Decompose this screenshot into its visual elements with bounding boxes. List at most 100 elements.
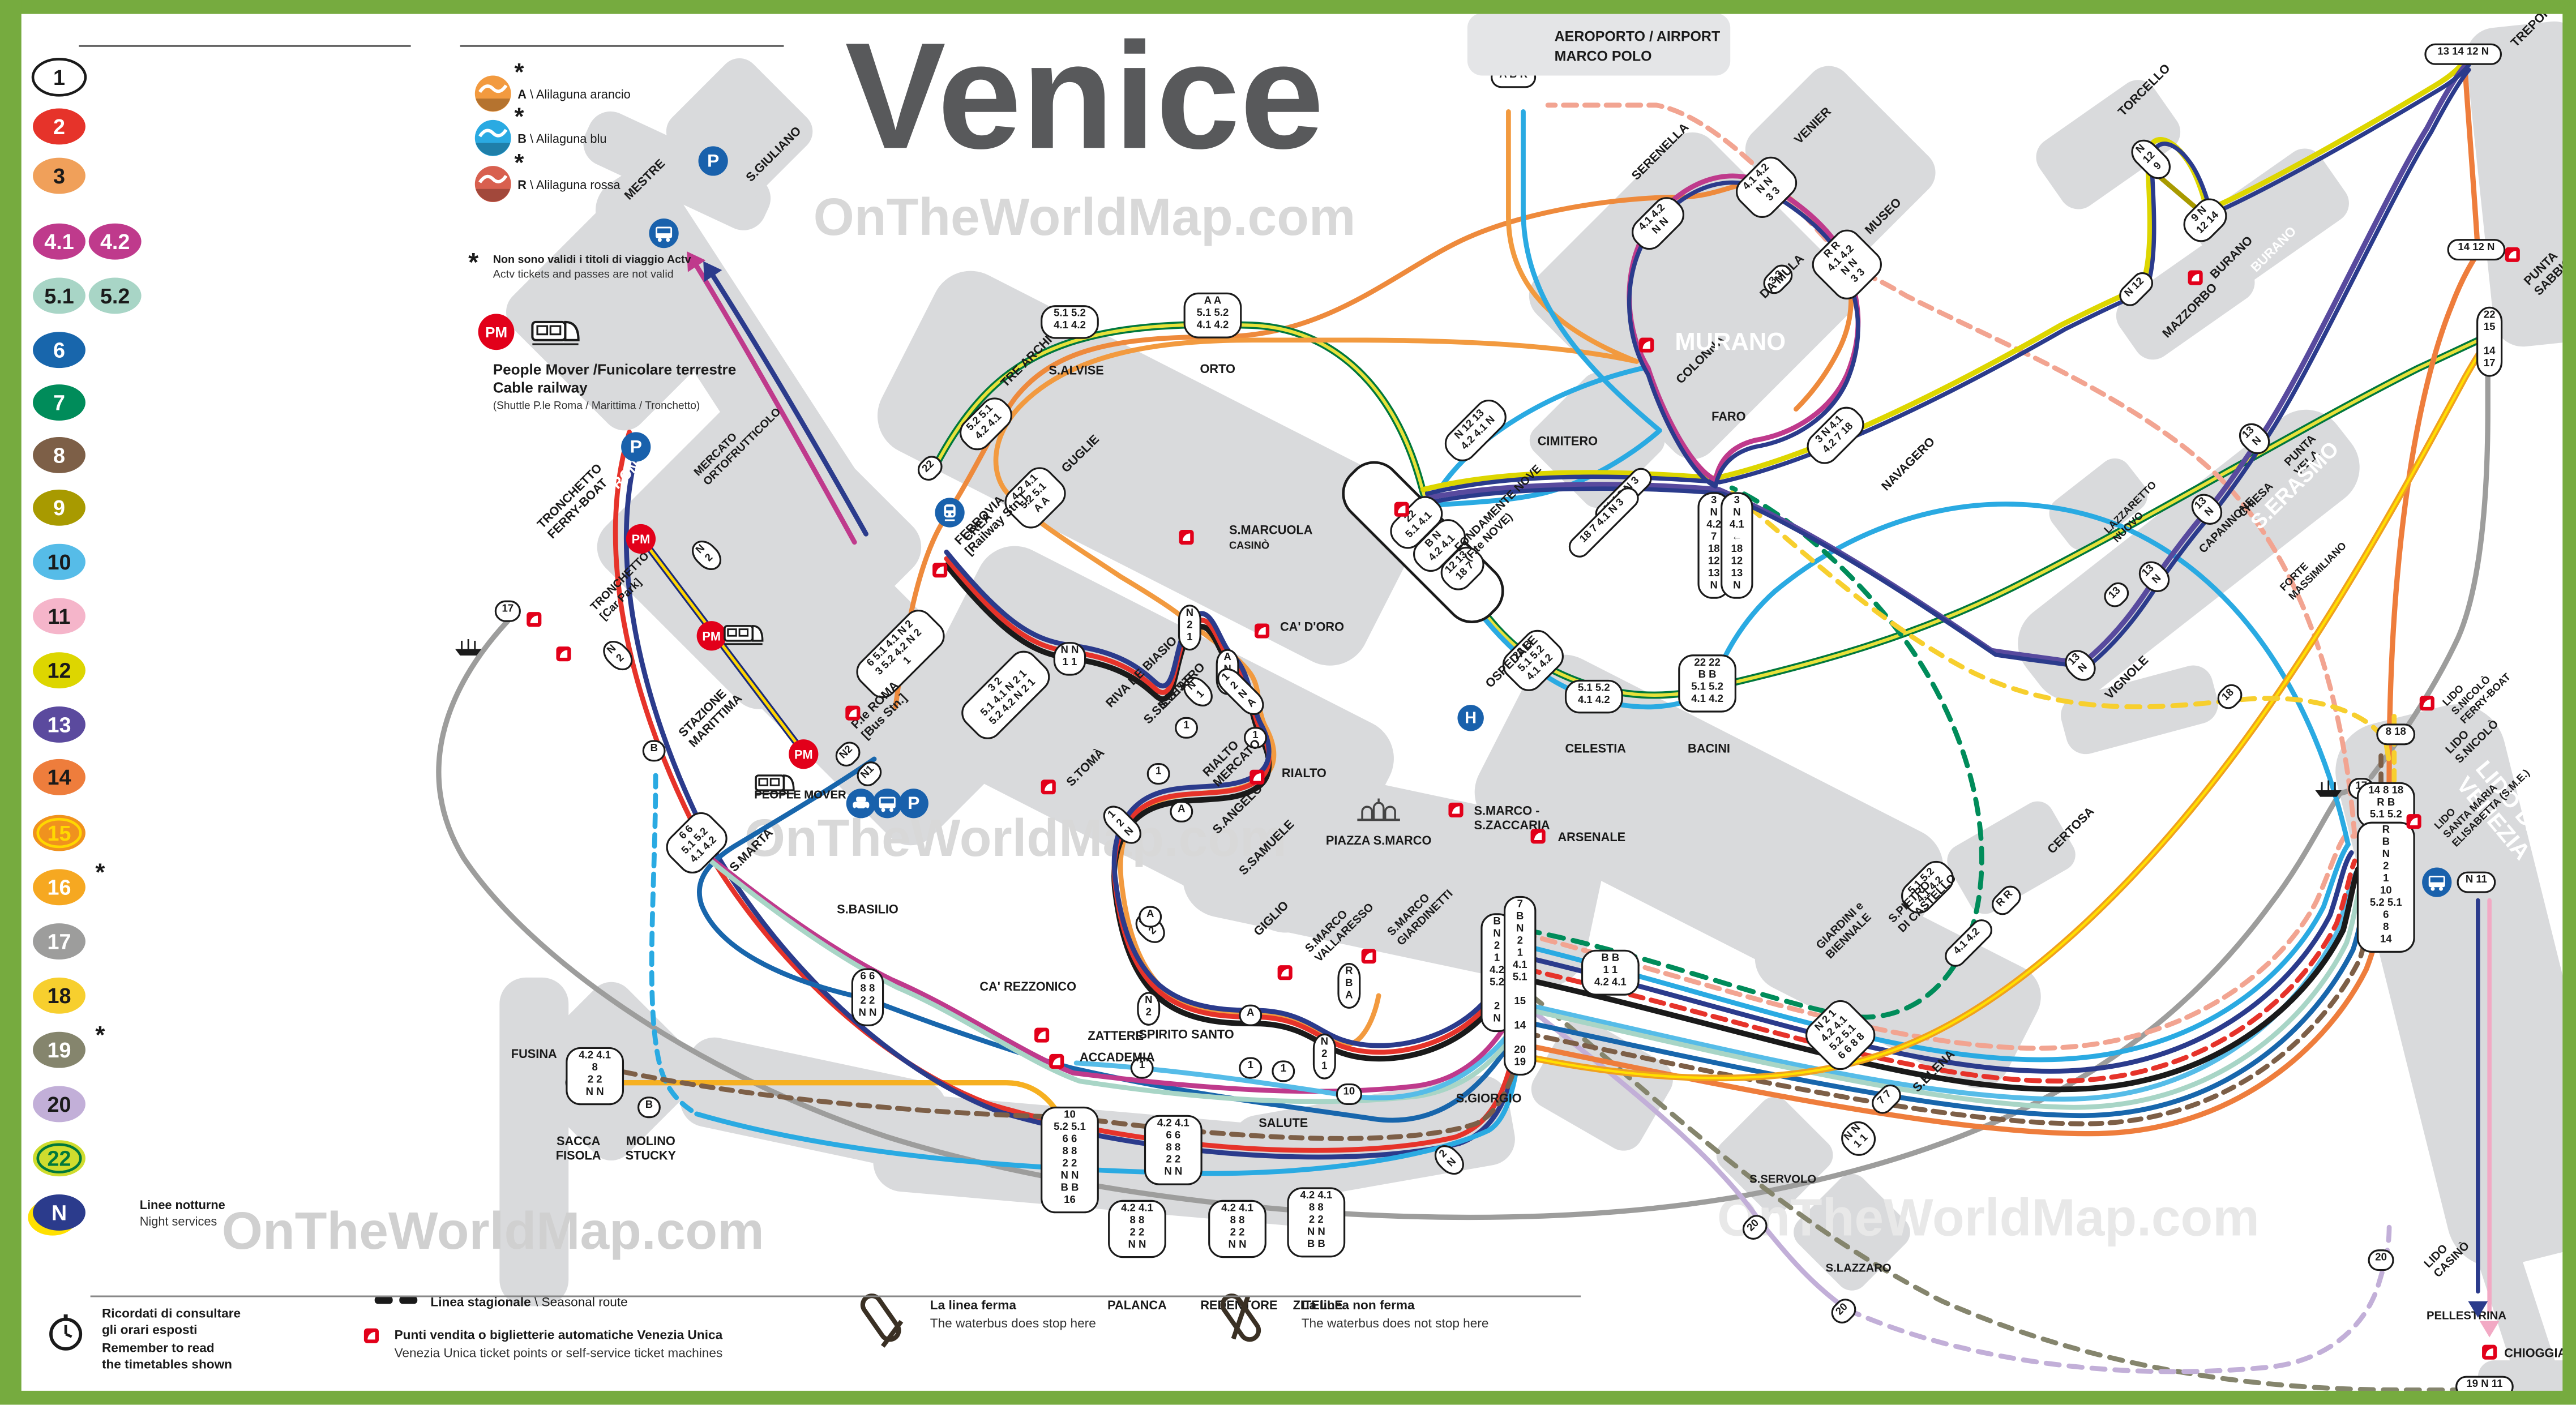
footer-remember-en2: the timetables shown [102, 1357, 232, 1372]
stop-pill-lines: B [1493, 915, 1500, 927]
stop-pill-lines: 14 8 18 [2368, 783, 2403, 795]
station-name: ARSENALE [1557, 830, 1625, 844]
svg-text:20: 20 [48, 1093, 71, 1116]
watermark: OnTheWorldMap.com [1717, 1188, 2260, 1247]
legend-alilaguna-R: *R \ Alilaguna rossa [474, 149, 621, 202]
stop-pill-lines: N [1733, 506, 1740, 517]
svg-text:8: 8 [53, 443, 65, 467]
station-label: S.GIORGIO [1456, 1091, 1522, 1106]
airport-name: MARCO POLO [1555, 48, 1652, 64]
station-name: S.GIORGIO [1456, 1091, 1522, 1106]
station-label: RIALTO [1282, 766, 1326, 780]
svg-text:P: P [707, 150, 719, 170]
stop-pill-lines: 1 [1248, 1059, 1253, 1070]
station-name: MOLINO [626, 1134, 675, 1148]
station-name: FISOLA [556, 1149, 601, 1163]
svg-text:A \ Alilaguna arancio: A \ Alilaguna arancio [517, 87, 631, 101]
stop-pill-lines: A [1247, 1006, 1254, 1018]
station-label: S.MARCUOLA [1229, 522, 1313, 537]
stop-pill-lines: N [1145, 993, 1152, 1005]
stop-pill-lines: 4.2 4.1 [579, 1048, 611, 1060]
svg-text:17: 17 [48, 929, 71, 953]
station-label: CASINÒ [1229, 539, 1269, 551]
stop-pill-lines: 19 [1514, 1056, 1526, 1068]
arrow-icon [687, 251, 706, 272]
vu-icon [2505, 247, 2520, 262]
stop-pill: 4.2 4.18 82 2N N [1108, 1200, 1166, 1258]
station-name: BACINI [1688, 741, 1730, 755]
route-r6_e [1522, 886, 2370, 1119]
island [2116, 238, 2255, 360]
stop-pill: 1 [1272, 1060, 1295, 1082]
station-label: MURANO [1675, 328, 1786, 355]
stop-pill-lines: 5.1 5.2 [2370, 808, 2402, 820]
stop-pill-lines: 2 [1146, 1005, 1152, 1017]
stop-pill-lines: 13 14 12 N [2437, 45, 2489, 57]
stop-pill-lines: 18 [1731, 542, 1743, 554]
island [2049, 458, 2148, 551]
station-label: CIMITERO [1538, 434, 1598, 448]
nostop-icon [1220, 1293, 1261, 1342]
stop-pill-lines: 4.1 4.2 [1197, 318, 1229, 330]
vu-icon [2482, 1344, 2497, 1360]
route-pm2 [644, 542, 805, 754]
stop-pill-lines: 5.1 5.2 [1578, 681, 1610, 693]
stop-pill: 1 [1146, 763, 1170, 785]
svg-text:9: 9 [53, 496, 65, 520]
legend-line-18: 18 [33, 977, 85, 1014]
stop-pill-lines: 17 [502, 602, 514, 614]
route-r17 [436, 618, 2364, 1220]
stop-pill-lines: 2 [1517, 934, 1523, 946]
svg-text:*: * [514, 59, 524, 86]
island [1794, 1173, 1910, 1291]
svg-text:6: 6 [53, 339, 65, 362]
stop-pill: 1 [1239, 1057, 1263, 1079]
PM-icon: PM [789, 739, 819, 769]
pmtrain-icon [755, 774, 795, 795]
stop-pill-lines: 4.2 4.1 [1594, 975, 1627, 987]
night-en: Night services [140, 1214, 217, 1228]
svg-text:PM: PM [632, 532, 651, 546]
pm-title-2: Cable railway [493, 379, 588, 396]
legend-line-6: 6 [33, 332, 85, 369]
stop-pill-lines: B B [1060, 1181, 1079, 1193]
stop-pill-lines: 12 [1731, 554, 1743, 566]
vu-icon [527, 612, 542, 627]
vu-icon [1277, 965, 1293, 980]
stop-pill-lines: 4.2 4.1 [1300, 1189, 1332, 1201]
station-label: BACINI [1688, 741, 1730, 755]
stop-pill-lines: 15 [1514, 995, 1526, 1006]
stop-pill-lines: 8 [592, 1061, 598, 1073]
station-name: CHIOGGIA [2504, 1346, 2566, 1360]
station-name: FUSINA [511, 1047, 557, 1061]
stop-pill-lines: 14 [2484, 345, 2496, 357]
stop-pill-lines: N N [1307, 1225, 1325, 1237]
stop-pill: 13N [2138, 561, 2170, 592]
island [506, 194, 743, 431]
vu-icon [845, 705, 861, 721]
legend-line-19: 19 [33, 1031, 85, 1068]
stop-pill-lines: 2 [1321, 1047, 1327, 1059]
route-rN13 [1422, 67, 2471, 670]
station-name: NAVAGERO [1878, 434, 1937, 493]
vu-icon [1394, 502, 1409, 517]
stop-pill-lines: 13 [1708, 567, 1720, 579]
legend-line-16: 16 [33, 869, 85, 906]
vu-icon [1034, 1027, 1050, 1043]
station-name: CASINÒ [1229, 539, 1269, 551]
svg-text:PM: PM [485, 324, 507, 341]
stop-pill: N N1 1 [1053, 642, 1086, 676]
stop-pill-lines: B [2382, 836, 2390, 847]
stop-pill-lines: N [1710, 506, 1718, 517]
stop-pill-lines: 19 N 11 [2466, 1377, 2502, 1389]
route-r4g [698, 847, 1526, 1094]
station-name: GIUDECCA [988, 1324, 1181, 1365]
watermark: OnTheWorldMap.com [744, 808, 1287, 867]
stop-pill: 4.2 4.18 82 2N NB B [1287, 1187, 1346, 1258]
stop-pill-lines: 1 [1156, 765, 1161, 777]
PM-icon: PM [696, 621, 726, 651]
